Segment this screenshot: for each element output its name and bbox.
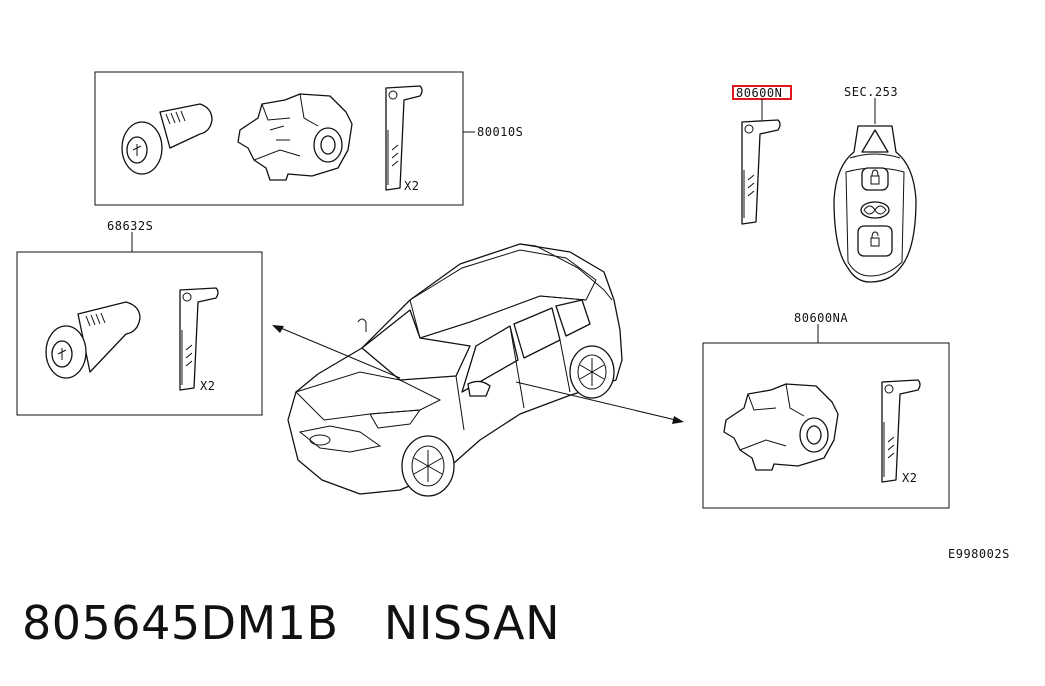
key-blade-icon: [881, 379, 921, 483]
part-number: 805645DM1B: [22, 596, 339, 650]
kit-box-80010s: 80010S X2: [94, 71, 523, 206]
label-80600na: 80600NA: [794, 311, 848, 325]
panic-button-icon: [861, 129, 889, 153]
label-80010s: 80010S: [477, 125, 523, 139]
kit-box-80600na: 80600NA X2: [702, 311, 950, 509]
lock-cylinder-icon: [45, 301, 141, 379]
label-68632s: 68632S: [107, 219, 153, 233]
smart-key-fob: SEC.253: [833, 85, 917, 283]
quantity-left: X2: [200, 379, 215, 393]
kit-box-68632s: 68632S X2: [16, 219, 263, 416]
door-lock-assembly-icon: [723, 383, 839, 471]
key-blade-icon: [385, 85, 423, 191]
part-number-caption: 805645DM1B NISSAN: [22, 596, 560, 650]
key-80600n-callout[interactable]: 80600N: [732, 85, 792, 225]
key-blade-icon: [179, 287, 219, 391]
unlock-button-icon: [857, 225, 893, 257]
label-sec253: SEC.253: [844, 85, 898, 99]
lock-cylinder-icon: [121, 103, 213, 175]
diagram-code: E998002S: [948, 547, 1010, 561]
brand-name: NISSAN: [383, 596, 561, 650]
leader-arrows: [272, 325, 684, 424]
lock-button-icon: [861, 167, 889, 191]
key-blade-icon: [741, 119, 781, 225]
vehicle-illustration: [287, 243, 623, 497]
door-lock-assembly-icon: [237, 93, 353, 181]
quantity-right: X2: [902, 471, 917, 485]
label-80600n: 80600N: [736, 86, 782, 100]
quantity-top: X2: [404, 179, 419, 193]
